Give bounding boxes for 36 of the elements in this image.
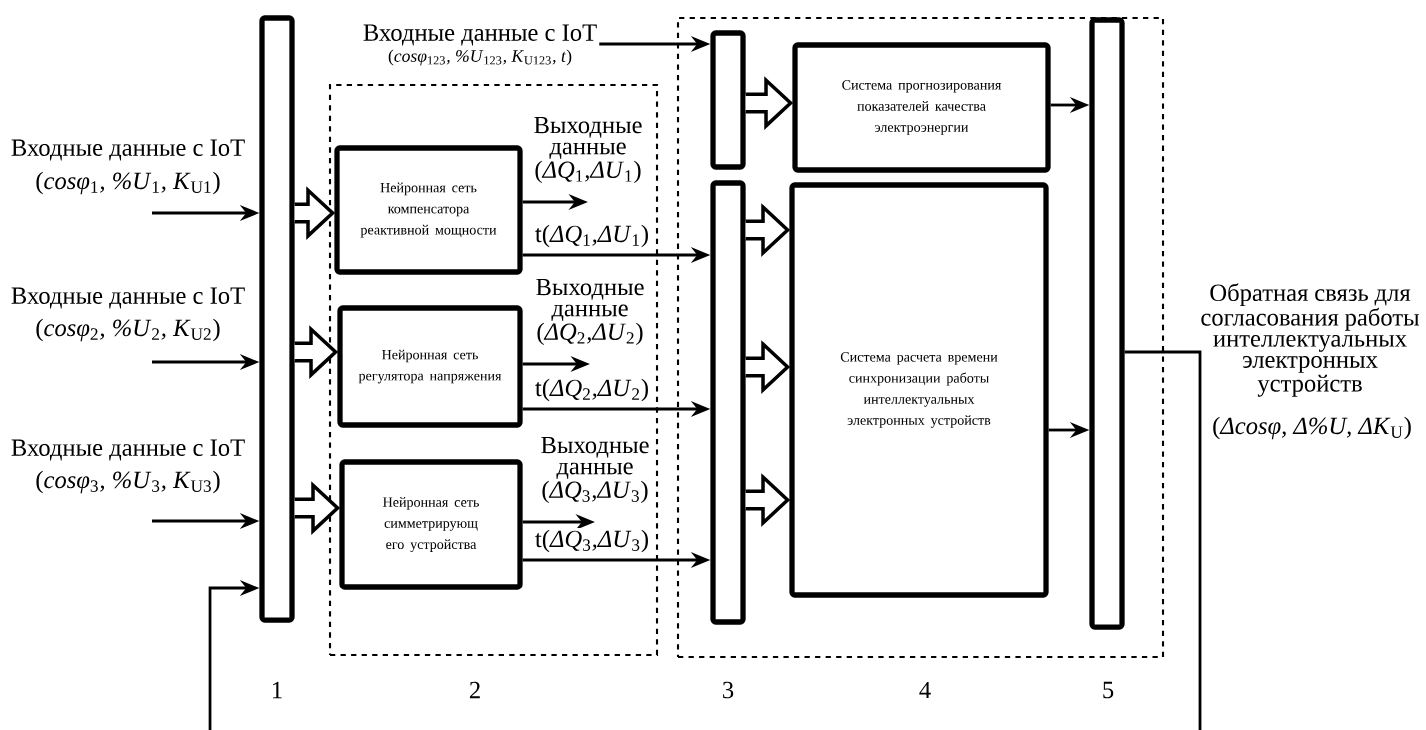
block-arrow	[743, 340, 791, 394]
bus-bar	[259, 15, 295, 623]
process-box: Нейронная сеть компенсатора реактивной мощности	[334, 145, 523, 275]
block-arrow	[292, 481, 341, 535]
process-box: Нейронная сеть регулятора напряжения	[337, 305, 523, 428]
bus-bar	[710, 30, 746, 170]
input-formula: (cosφ$_{3}$, %U$_{3}$, K$_{U3}$)	[36, 470, 220, 494]
input-label: Входные данные с IoT (cosφ$_{123}$, %U$_{123}$, K$_{U123}$, t)	[363, 24, 597, 66]
output-label: Выходные данные (ΔQ$_{3}$,ΔU$_{3}$)	[541, 437, 649, 503]
edge-label: t(ΔQ$_{2}$,ΔU$_{2}$)	[533, 377, 651, 403]
process-box: Нейронная сеть симметрирующ его устройства	[339, 459, 523, 590]
block-number: 4	[919, 681, 931, 699]
output-label: Выходные данные (ΔQ$_{2}$,ΔU$_{2}$)	[536, 279, 644, 345]
block-number: 1	[273, 681, 282, 699]
block-number: 3	[723, 681, 734, 699]
input-formula: (cosφ$_{2}$, %U$_{2}$, K$_{U2}$)	[36, 318, 220, 342]
connector-line	[1124, 350, 1202, 730]
feedback-label: Обратная связь для согласования работы интеллектуальных электронных устройств	[1201, 283, 1420, 397]
block-arrow	[743, 473, 791, 527]
feedback-formula: (Δcosφ, Δ%U, ΔK$_{U}$)	[1213, 416, 1411, 440]
bus-bar	[1089, 17, 1125, 630]
block-number: 5	[1103, 681, 1114, 699]
output-label: Выходные данные (ΔQ$_{1}$,ΔU$_{1}$)	[534, 117, 642, 183]
block-arrow	[292, 325, 339, 379]
block-arrow	[743, 203, 791, 257]
edge-label: t(ΔQ$_{3}$,ΔU$_{3}$)	[533, 528, 651, 554]
dashed-group-box	[328, 83, 659, 657]
block-arrow	[292, 186, 336, 240]
dashed-group-box	[676, 16, 1165, 659]
bus-bar	[710, 180, 746, 625]
block-arrow	[743, 76, 794, 130]
process-box: Система прогнозирования показателей качества электроэнергии	[792, 42, 1051, 173]
process-box: Система расчета времени синхронизации работы интеллектуальных электронных устройств	[789, 182, 1049, 598]
edge-label: t(ΔQ$_{1}$,ΔU$_{1}$)	[533, 223, 651, 249]
block-number: 2	[469, 681, 480, 699]
input-formula: (cosφ$_{1}$, %U$_{1}$, K$_{U1}$)	[36, 171, 220, 195]
